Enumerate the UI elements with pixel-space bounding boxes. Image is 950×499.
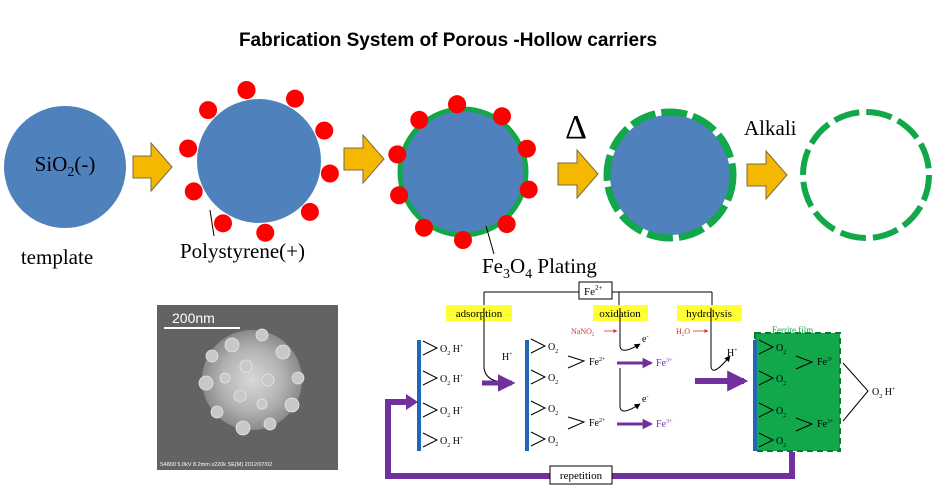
plated-bead [517, 139, 536, 158]
adsorption-badge [446, 305, 512, 321]
plated-bead [414, 218, 433, 237]
process-arrow-1 [132, 141, 173, 193]
surface-o2-group: O2 [548, 435, 558, 448]
plated-bead [390, 186, 409, 205]
polystyrene-bead [214, 214, 232, 233]
surface-o2-group: O2 [548, 404, 558, 417]
sem-scale-label: 200nm [172, 310, 215, 326]
surface-o2h-group: O2 H+ [440, 374, 464, 387]
plated-bead [388, 145, 407, 164]
template-label: template [21, 245, 93, 269]
repetition-loop [385, 399, 795, 479]
surface-o2-group: O2 [776, 374, 786, 387]
repetition-box [549, 465, 613, 485]
polystyrene-bead [300, 202, 319, 221]
calcined-sphere [610, 115, 730, 235]
hydrolysis-label: hydrolysis [686, 308, 732, 320]
polystyrene-coated-sphere [179, 81, 339, 242]
hydrolysis-badge [677, 305, 742, 321]
hollow-carrier-shell [800, 109, 932, 241]
plated-bead [493, 107, 512, 126]
polystyrene-pointer [209, 209, 215, 237]
fe2-label-2: Fe2+ [589, 418, 606, 429]
process-arrow-4 [746, 149, 788, 201]
ferrite-film-label: Ferrite film [772, 325, 813, 335]
plated-bead [519, 180, 538, 199]
polystyrene-bead [320, 164, 339, 183]
plated-bead [497, 215, 516, 234]
porous-shell-dashed [603, 108, 737, 242]
surface-o2-group: O2 [776, 406, 786, 419]
sio2-label: SiO2(-) [35, 152, 96, 180]
repetition-label: repetition [560, 470, 603, 482]
polystyrene-bead [286, 89, 304, 108]
sem-caption: S4800 5.0kV 8.2mm x220k SE(M) 2012/07/02 [160, 462, 272, 468]
plating-pointer [485, 225, 495, 255]
surface-o2h-group: O2 H+ [440, 344, 464, 357]
fe2-source-label: Fe2+ [584, 284, 603, 298]
eminus-label-1: e- [642, 334, 648, 345]
surface-o2-group: O2 [776, 436, 786, 449]
polystyrene-bead [237, 81, 256, 100]
polystyrene-bead [315, 121, 334, 140]
polystyrene-bead [199, 101, 218, 120]
page-title: Fabrication System of Porous -Hollow car… [239, 30, 657, 51]
fe3o4-plating-label: Fe3O4 Plating [482, 254, 597, 282]
h2o-label: H2O [676, 327, 690, 338]
fe2-label-1: Fe2+ [589, 357, 606, 368]
hplus-label-1: H+ [502, 352, 513, 363]
polystyrene-bead [184, 182, 203, 201]
alkali-label: Alkali [744, 116, 797, 140]
fe3o4-plated-sphere [388, 95, 538, 249]
heat-delta-symbol: Δ [565, 109, 587, 146]
hydrolysis-h-release-arrow [710, 308, 731, 371]
mechanism-panel: Fe2+ adsorption oxidation hydrolysis Fer… [385, 281, 896, 485]
fe3-label-1: Fe3+ [656, 358, 673, 369]
adsorption-label: adsorption [456, 308, 503, 320]
ferrite-o2h-label: O2 H+ [872, 387, 896, 400]
polystyrene-label: Polystyrene(+) [180, 239, 305, 263]
ferrite-fe3-label-1: Fe3+ [817, 357, 834, 368]
surface-o2-group: O2 [548, 342, 558, 355]
process-arrow-2 [343, 133, 385, 185]
plated-bead [448, 95, 467, 114]
nano2-label: NaNO2 [571, 327, 595, 338]
surface-o2-group: O2 [548, 373, 558, 386]
hplus-label-2: H+ [727, 348, 738, 359]
surface-o2h-group: O2 H+ [440, 406, 464, 419]
surface-o2h-group: O2 H+ [440, 436, 464, 449]
sio2-template-sphere [4, 106, 126, 228]
ferrite-film-region [754, 332, 841, 452]
ferrite-bridge [842, 362, 869, 422]
polystyrene-bead [179, 139, 198, 158]
plated-bead [410, 110, 429, 129]
eminus-label-2: e- [642, 394, 648, 405]
process-arrow-3 [557, 148, 599, 200]
ferrite-fe3-label-2: Fe3+ [817, 419, 834, 430]
oxidation-electron-arrow-2 [619, 368, 641, 412]
oxidation-electron-arrow-1 [619, 308, 641, 351]
plated-bead [454, 231, 472, 249]
fe3-label-2: Fe3+ [656, 419, 673, 430]
polystyrene-bead [256, 223, 275, 242]
sem-image: 200nm S4800 5.0kV 8.2mm x220k SE(M) 2012… [157, 305, 338, 470]
repetition-arrowhead [406, 394, 418, 410]
fe2-source-box [578, 281, 613, 300]
surface-o2-group: O2 [776, 343, 786, 356]
